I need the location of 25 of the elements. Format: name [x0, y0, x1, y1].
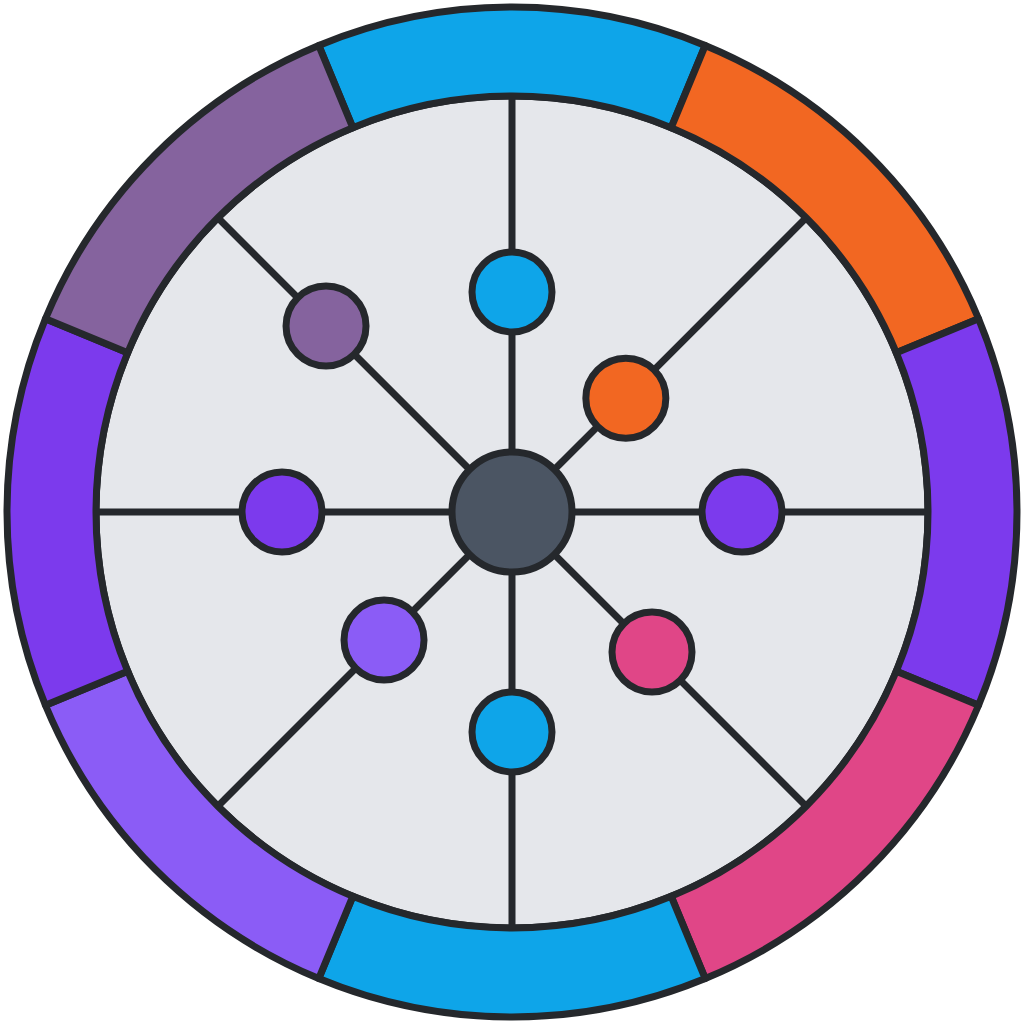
connector-line: [651, 215, 809, 373]
connector-line: [551, 423, 601, 473]
connector-line: [351, 351, 473, 473]
connector-line: [508, 96, 516, 252]
ring-segment: [667, 667, 983, 983]
ring-segment: [41, 667, 357, 983]
connector-line: [572, 508, 702, 516]
ring-segment: [892, 315, 1020, 709]
ring-segment: [41, 41, 357, 357]
connector-line: [215, 215, 301, 301]
connector-line: [96, 508, 242, 516]
connector-line: [508, 772, 516, 928]
ring-segment: [667, 41, 983, 357]
ring-segment: [4, 315, 132, 709]
connector-line: [551, 551, 627, 627]
connector-line: [409, 551, 473, 615]
connector-line: [322, 508, 452, 516]
connector-line: [508, 572, 516, 692]
connector-line: [782, 508, 928, 516]
ring-segment: [315, 892, 709, 1020]
hub-circle: [448, 448, 576, 576]
ring-segment: [315, 4, 709, 132]
connector-line: [215, 665, 359, 809]
connector-line: [508, 332, 516, 452]
connector-line: [677, 677, 809, 809]
